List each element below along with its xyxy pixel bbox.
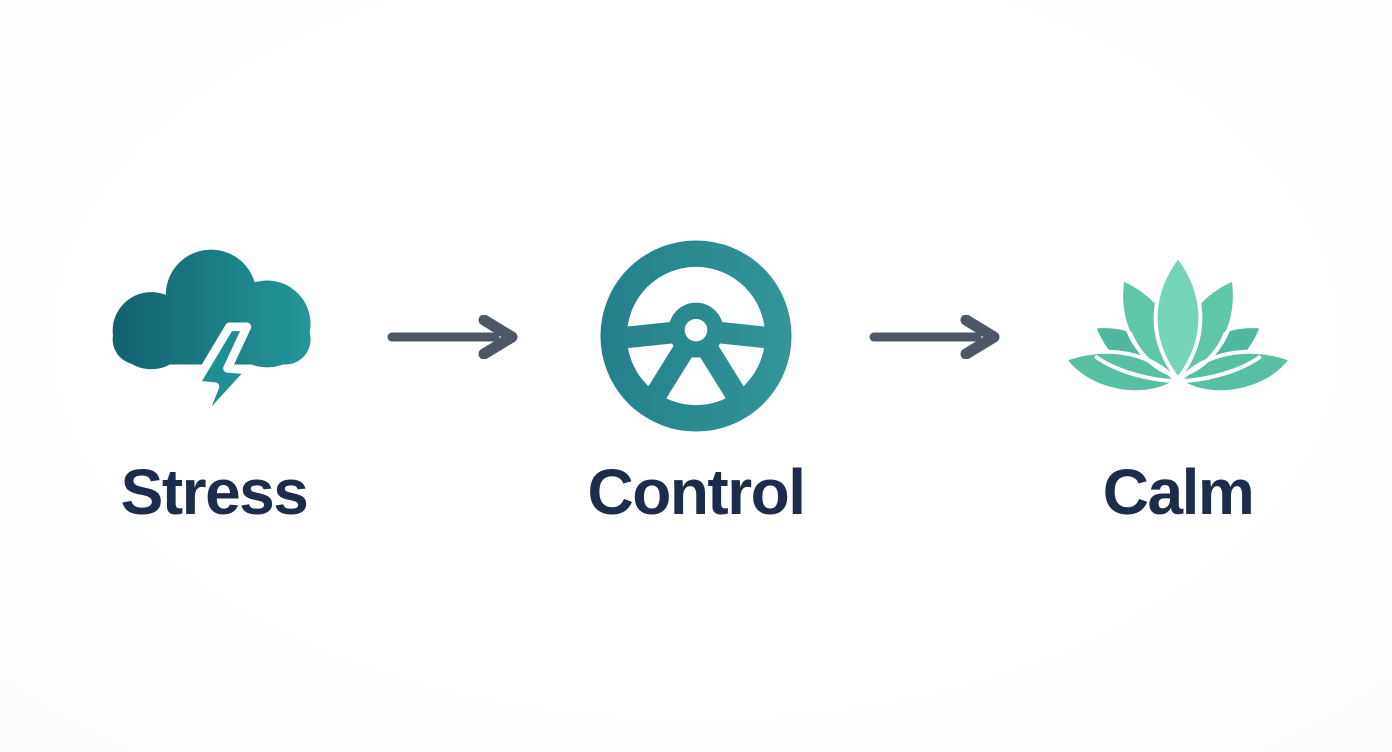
connector-stress-control: [385, 314, 525, 359]
stress-icon-box: [89, 229, 339, 444]
lotus-flower-icon: [1062, 254, 1294, 395]
step-calm: Calm: [1053, 229, 1303, 524]
lightning-bolt-icon: [190, 322, 256, 432]
step-control: Control: [571, 229, 821, 524]
step-stress: Stress: [89, 229, 339, 524]
flow-diagram: Stress: [89, 229, 1303, 524]
right-arrow-icon: [387, 314, 518, 359]
control-icon-box: [571, 229, 821, 444]
lotus-center-petal: [1153, 254, 1203, 382]
step-label-control: Control: [587, 455, 807, 528]
storm-cloud-lightning-icon: [112, 249, 311, 432]
lotus-veins: [1094, 331, 1262, 384]
storm-cloud-icon: [112, 249, 311, 370]
connector-control-calm: [867, 314, 1007, 359]
calm-icon-box: [1053, 229, 1303, 444]
step-label-stress: Stress: [120, 455, 309, 528]
steering-wheel-icon: [600, 240, 792, 432]
step-label-calm: Calm: [1102, 455, 1255, 528]
right-arrow-icon: [869, 314, 1000, 359]
